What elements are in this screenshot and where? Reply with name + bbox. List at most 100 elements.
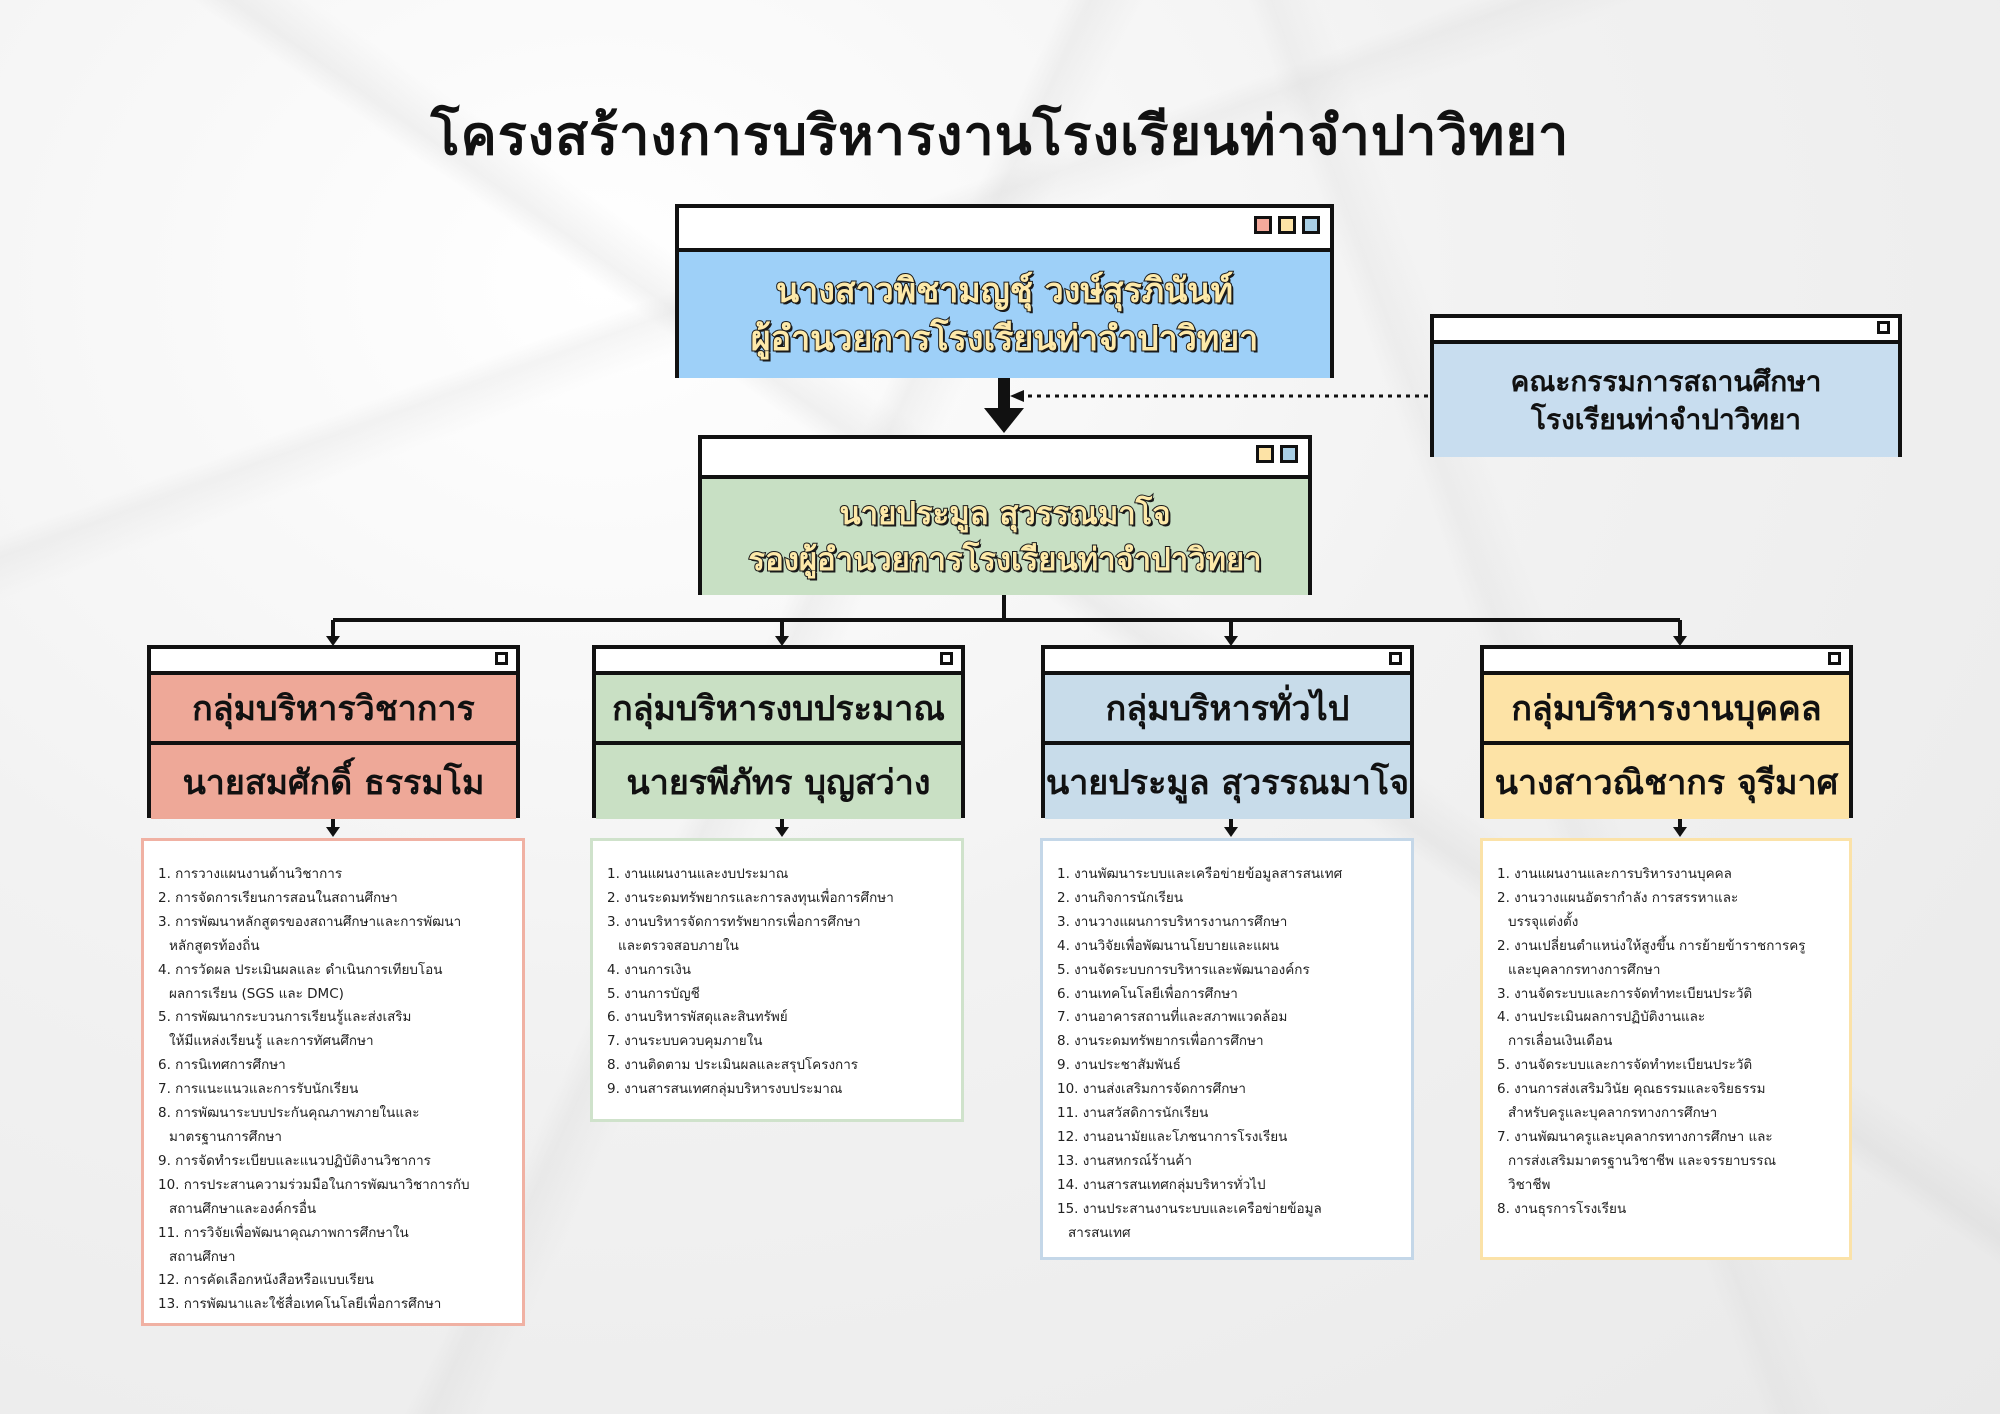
list-item: 3. งานวางแผนการบริหารงานการศึกษา	[1057, 913, 1288, 930]
list-item: 5. งานจัดระบบและการจัดทำทะเบียนประวัติ	[1497, 1057, 1753, 1074]
list-item: และบุคลากรทางการศึกษา	[1508, 961, 1661, 978]
committee-line1: คณะกรรมการสถานศึกษา	[1510, 364, 1822, 398]
window-dot-blue-icon	[1280, 445, 1298, 463]
list-item: 6. งานเทคโนโลยีเพื่อการศึกษา	[1057, 985, 1238, 1002]
window-dot-icon	[495, 652, 508, 665]
group-head: นางสาวณิชากร จุรีมาศ	[1484, 745, 1849, 819]
group-window-bar	[151, 649, 516, 675]
list-item: 13. งานสหกรณ์ร้านค้า	[1057, 1152, 1192, 1169]
deputy-position: รองผู้อำนวยการโรงเรียนท่าจำปาวิทยา	[747, 541, 1262, 579]
committee-line2: โรงเรียนท่าจำปาวิทยา	[1530, 402, 1802, 436]
group-name: กลุ่มบริหารทั่วไป	[1045, 675, 1410, 745]
group-head: นายสมศักดิ์ ธรรมโม	[151, 745, 516, 819]
group-general: กลุ่มบริหารทั่วไป นายประมูล สุวรรณมาโจ	[1041, 645, 1414, 819]
list-item: 15. งานประสานงานระบบและเครือข่ายข้อมูล	[1057, 1200, 1322, 1217]
list-item: 3. งานจัดระบบและการจัดทำทะเบียนประวัติ	[1497, 985, 1753, 1002]
list-item: 2. งานกิจการนักเรียน	[1057, 889, 1184, 906]
general-list-arrowhead	[1224, 827, 1238, 837]
list-item: สำหรับครูและบุคลากรทางการศึกษา	[1508, 1105, 1718, 1122]
list-item: 6. งานการส่งเสริมวินัย คุณธรรมและจริยธรร…	[1497, 1081, 1766, 1098]
window-dot-yellow-icon	[1256, 445, 1274, 463]
list-item: 12. การคัดเลือกหนังสือหรือแบบเรียน	[158, 1272, 374, 1289]
list-item: 6. งานบริหารพัสดุและสินทรัพย์	[607, 1009, 788, 1026]
branch-academic-arrowhead	[326, 636, 340, 646]
list-item: 7. งานระบบควบคุมภายใน	[607, 1033, 763, 1050]
list-item: 10. การประสานความร่วมมือในการพัฒนาวิชากา…	[158, 1176, 470, 1193]
list-item: 9. งานสารสนเทศกลุ่มบริหารงบประมาณ	[607, 1081, 843, 1098]
list-item: ผลการเรียน (SGS และ DMC)	[169, 985, 344, 1002]
list-item: 7. งานพัฒนาครูและบุคลากรทางการศึกษา และ	[1497, 1128, 1773, 1145]
deputy-window-bar	[702, 439, 1308, 479]
principal-to-deputy-arrowhead	[984, 408, 1024, 433]
budget-list-arrowhead	[775, 827, 789, 837]
list-item: 5. งานการบัญชี	[607, 985, 700, 1002]
list-item: ให้มีแหล่งเรียนรู้ และการทัศนศึกษา	[169, 1033, 374, 1050]
academic-task-list: 1. การวางแผนงานด้านวิชาการ 2. การจัดการเ…	[141, 838, 525, 1326]
group-window-bar	[1484, 649, 1849, 675]
window-dot-icon	[1828, 652, 1841, 665]
list-item: สถานศึกษาและองค์กรอื่น	[169, 1200, 317, 1217]
list-item: 3. การพัฒนาหลักสูตรของสถานศึกษาและการพัฒ…	[158, 913, 462, 930]
list-item: 2. งานวางแผนอัตรากำลัง การสรรหาและ	[1497, 889, 1739, 906]
list-item: หลักสูตรท้องถิ่น	[169, 937, 260, 954]
list-item: วิชาชีพ	[1508, 1176, 1551, 1193]
list-item: 4. งานการเงิน	[607, 961, 692, 978]
list-item: สารสนเทศ	[1068, 1224, 1131, 1241]
list-item: 8. งานธุรการโรงเรียน	[1497, 1200, 1627, 1217]
group-window-bar	[1045, 649, 1410, 675]
list-item: 7. งานอาคารสถานที่และสภาพแวดล้อม	[1057, 1009, 1288, 1026]
branch-personnel-arrowhead	[1673, 636, 1687, 646]
budget-task-list: 1. งานแผนงานและงบประมาณ 2. งานระดมทรัพยา…	[590, 838, 964, 1122]
principal-name: นางสาวพิชามญชุ์ วงษ์สุรภินันท์	[775, 270, 1234, 312]
list-item: การส่งเสริมมาตรฐานวิชาชีพ และจรรยาบรรณ	[1508, 1152, 1776, 1169]
window-dot-icon	[1877, 321, 1890, 334]
list-item: 13. การพัฒนาและใช้สื่อเทคโนโลยีเพื่อการศ…	[158, 1296, 442, 1313]
list-item: 5. งานจัดระบบการบริหารและพัฒนาองค์กร	[1057, 961, 1310, 978]
committee-arrowhead	[1010, 390, 1024, 402]
window-dot-icon	[1389, 652, 1402, 665]
group-name: กลุ่มบริหารวิชาการ	[151, 675, 516, 745]
branch-general-arrowhead	[1224, 636, 1238, 646]
principal-position: ผู้อำนวยการโรงเรียนท่าจำปาวิทยา	[750, 318, 1260, 360]
committee-box: คณะกรรมการสถานศึกษา โรงเรียนท่าจำปาวิทยา	[1430, 314, 1902, 457]
page-title: โครงสร้างการบริหารงานโรงเรียนท่าจำปาวิทย…	[430, 104, 1570, 167]
list-item: 10. งานส่งเสริมการจัดการศึกษา	[1057, 1081, 1246, 1098]
branch-budget-arrowhead	[775, 636, 789, 646]
list-item: 4. งานวิจัยเพื่อพัฒนานโยบายและแผน	[1057, 937, 1280, 954]
list-item: 6. การนิเทศการศึกษา	[158, 1057, 286, 1074]
personnel-task-list: 1. งานแผนงานและการบริหารงานบุคคล 2. งานว…	[1480, 838, 1852, 1260]
list-item: สถานศึกษา	[169, 1248, 236, 1265]
list-item: 4. การวัดผล ประเมินผลและ ดำเนินการเทียบโ…	[158, 961, 443, 978]
list-item: 1. งานพัฒนาระบบและเครือข่ายข้อมูลสารสนเท…	[1057, 866, 1343, 882]
deputy-box: นายประมูล สุวรรณมาโจ รองผู้อำนวยการโรงเร…	[698, 435, 1312, 595]
academic-list-arrowhead	[326, 827, 340, 837]
list-item: 9. งานประชาสัมพันธ์	[1057, 1057, 1181, 1074]
list-item: บรรจุแต่งตั้ง	[1508, 913, 1579, 930]
list-item: 2. การจัดการเรียนการสอนในสถานศึกษา	[158, 889, 398, 906]
window-dot-yellow-icon	[1278, 216, 1296, 234]
list-item: 11. งานสวัสดิการนักเรียน	[1057, 1105, 1209, 1122]
group-name: กลุ่มบริหารงานบุคคล	[1484, 675, 1849, 745]
window-dot-red-icon	[1254, 216, 1272, 234]
list-item: 8. งานติดตาม ประเมินผลและสรุปโครงการ	[607, 1057, 859, 1074]
list-item: 8. การพัฒนาระบบประกันคุณภาพภายในและ	[158, 1105, 420, 1122]
list-item: 1. การวางแผนงานด้านวิชาการ	[158, 866, 343, 882]
list-item: 7. การแนะแนวและการรับนักเรียน	[158, 1081, 359, 1098]
group-head: นายประมูล สุวรรณมาโจ	[1045, 745, 1410, 819]
list-item: 2. งานระดมทรัพยากรและการลงทุนเพื่อการศึก…	[607, 889, 894, 906]
principal-window-bar	[679, 208, 1330, 252]
list-item: 14. งานสารสนเทศกลุ่มบริหารทั่วไป	[1057, 1176, 1266, 1193]
group-personnel: กลุ่มบริหารงานบุคคล นางสาวณิชากร จุรีมาศ	[1480, 645, 1853, 819]
group-head: นายรพีภัทร บุญสว่าง	[596, 745, 961, 819]
principal-box: นางสาวพิชามญชุ์ วงษ์สุรภินันท์ ผู้อำนวยก…	[675, 204, 1334, 378]
group-name: กลุ่มบริหารงบประมาณ	[596, 675, 961, 745]
list-item: 8. งานระดมทรัพยากรเพื่อการศึกษา	[1057, 1033, 1264, 1050]
window-dot-icon	[940, 652, 953, 665]
group-budget: กลุ่มบริหารงบประมาณ นายรพีภัทร บุญสว่าง	[592, 645, 965, 819]
list-item: 1. งานแผนงานและงบประมาณ	[607, 866, 789, 882]
window-dot-blue-icon	[1302, 216, 1320, 234]
list-item: 12. งานอนามัยและโภชนาการโรงเรียน	[1057, 1128, 1288, 1145]
group-academic: กลุ่มบริหารวิชาการ นายสมศักดิ์ ธรรมโม	[147, 645, 520, 819]
list-item: 11. การวิจัยเพื่อพัฒนาคุณภาพการศึกษาใน	[158, 1224, 409, 1241]
